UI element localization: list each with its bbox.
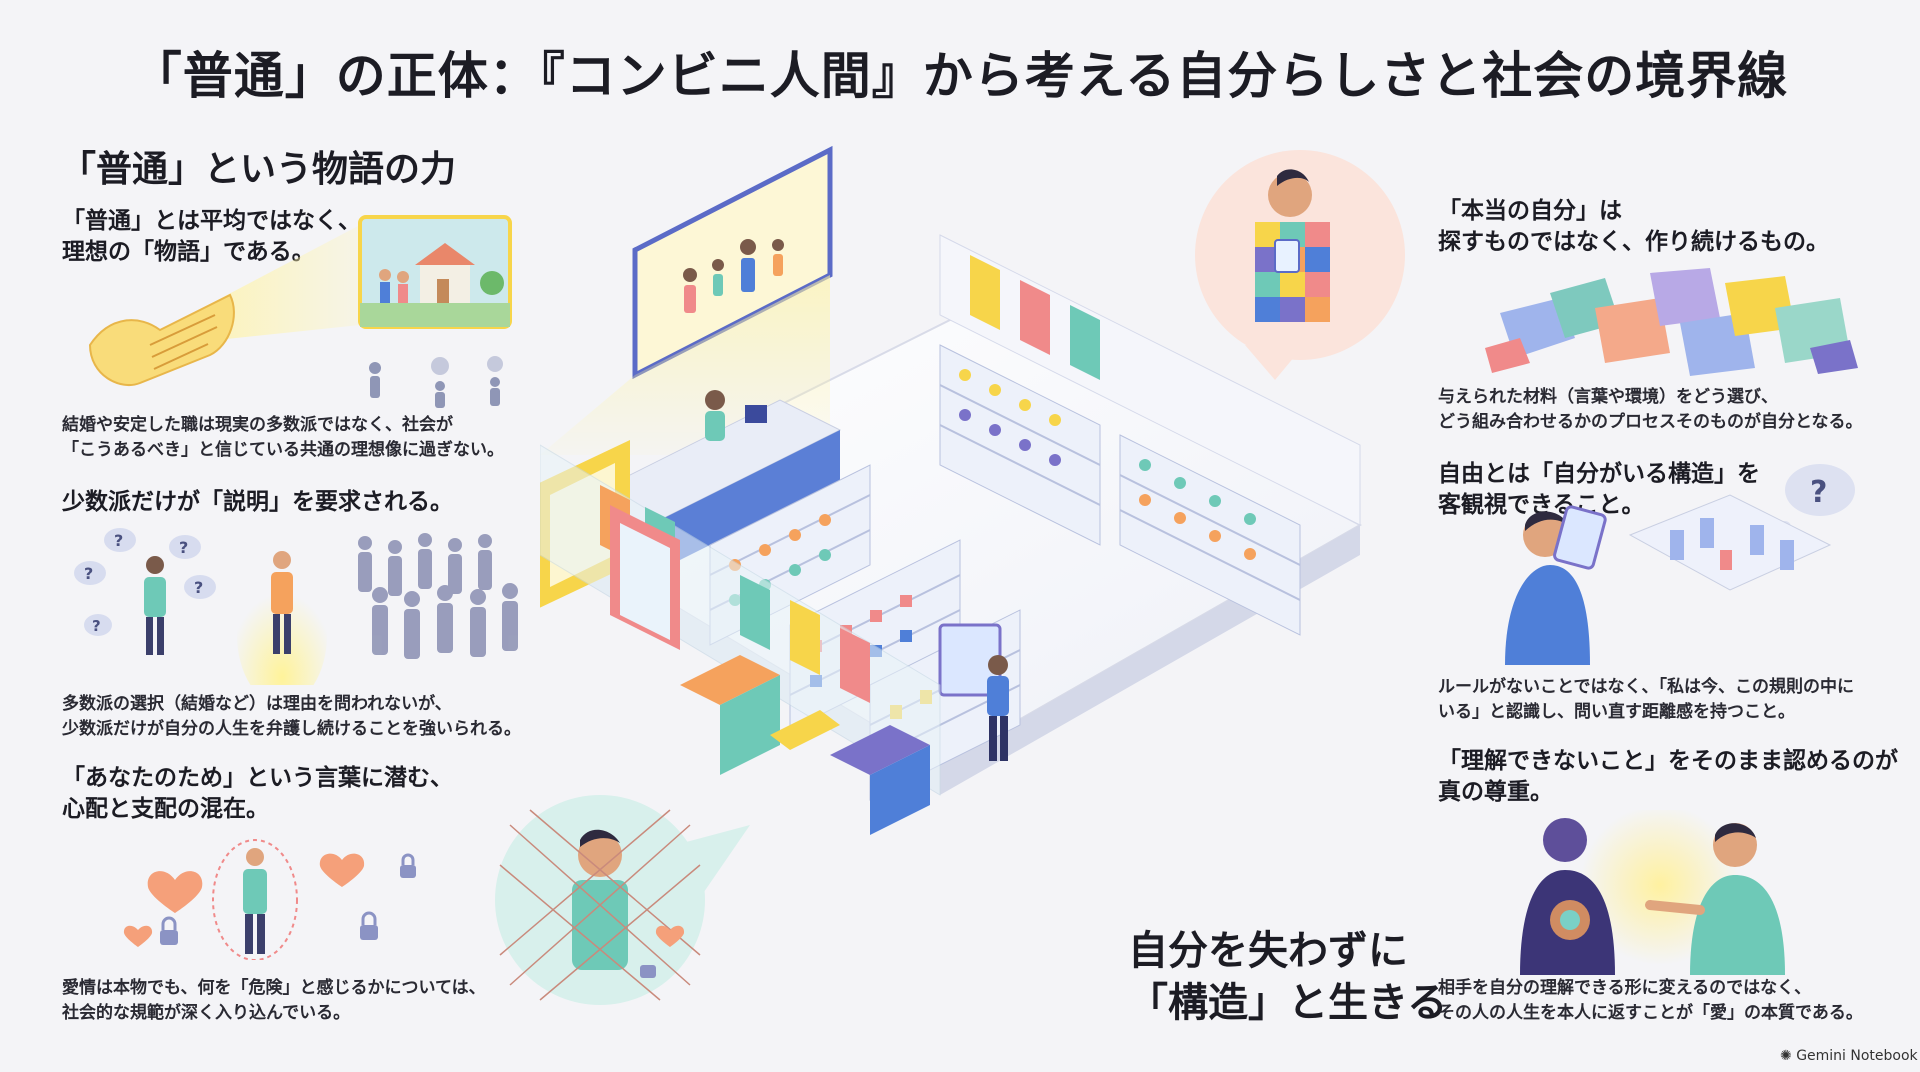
- lock-icon: [160, 853, 416, 945]
- material-piece-icon: [1485, 268, 1858, 376]
- person-head: [1268, 173, 1312, 217]
- brand-label: ✺ Gemini Notebook: [1780, 1048, 1918, 1064]
- patchwork-shirt: [1255, 222, 1330, 322]
- left-s3-title: 「あなたのため」という言葉に潜む、 心配と支配の混在。: [62, 763, 482, 825]
- right-s1-body: 与えられた材料（言葉や環境）をどう選び、 どう組み合わせるかのプロセスそのものが…: [1438, 385, 1898, 434]
- thought-cloud-icon: ?: [1768, 464, 1855, 545]
- left-s2-body-line2: 少数派だけが自分の人生を弁護し続けることを強いられる。: [62, 718, 521, 739]
- center-tagline: 自分を失わずに 「構造」と生きる: [1128, 925, 1447, 1029]
- left-s1-title-line2: 理想の「物語」である。: [62, 239, 315, 266]
- heart-icon: [655, 925, 685, 947]
- shopper-figure: [988, 655, 1008, 675]
- family-figures: [683, 239, 784, 313]
- left-s3-title-line1: 「あなたのため」という言葉に潜む、: [62, 765, 453, 791]
- right-s3-body-line1: 相手を自分の理解できる形に変えるのではなく、: [1438, 978, 1812, 998]
- other-person-head: [1543, 818, 1587, 862]
- shelf-unit: [939, 344, 1101, 546]
- right-s2-body: ルールがないことではなく、「私は今、この規則の中に いる」と認識し、問い直す距離…: [1438, 675, 1908, 724]
- right-s1-title-line1: 「本当の自分」は: [1438, 198, 1622, 224]
- left-s3-title-line2: 心配と支配の混在。: [62, 796, 269, 823]
- right-s2-body-line2: いる」と認識し、問い直す距離感を持つこと。: [1438, 701, 1795, 722]
- svg-text:?: ?: [194, 578, 203, 597]
- right-s3-title-line1: 「理解できないこと」をそのまま認めるのが: [1438, 748, 1898, 774]
- materials-pieces-illustration: [1485, 268, 1858, 376]
- left-heading: 「普通」という物語の力: [60, 149, 457, 190]
- shelf-unit: [1119, 434, 1301, 636]
- minority-crowd-illustration: ? ? ? ? ?: [74, 528, 518, 685]
- people-thoughts-icon: [369, 356, 503, 408]
- structure-observer-illustration: ?: [1505, 464, 1855, 665]
- heart-icon: [123, 853, 365, 947]
- left-s1-body: 結婚や安定した職は現実の多数派ではなく、社会が 「こうあるべき」と信じている共通…: [62, 413, 522, 462]
- respect-illustration: [1520, 810, 1785, 975]
- right-s1-title-line2: 探すものではなく、作り続けるもの。: [1438, 229, 1829, 256]
- left-s2-body: 多数派の選択（結婚など）は理由を問われないが、 少数派だけが自分の人生を弁護し続…: [62, 692, 542, 741]
- right-s1-body-line2: どう組み合わせるかのプロセスそのものが自分となる。: [1438, 411, 1863, 432]
- left-s3-body-line1: 愛情は本物でも、何を「危険」と感じるかについては、: [62, 978, 486, 998]
- convenience-store-illustration: [540, 145, 1363, 835]
- brand-name: Gemini Notebook: [1796, 1048, 1918, 1064]
- right-s1-body-line1: 与えられた材料（言葉や環境）をどう選び、: [1438, 387, 1778, 407]
- left-s1-title-line1: 「普通」とは平均ではなく、: [62, 208, 361, 234]
- svg-text:?: ?: [84, 564, 93, 583]
- svg-text:?: ?: [92, 617, 101, 635]
- right-s1-title: 「本当の自分」は 探すものではなく、作り続けるもの。: [1438, 196, 1898, 258]
- right-s3-body: 相手を自分の理解できる形に変えるのではなく、 その人の人生を本人に返すことが「愛…: [1438, 976, 1908, 1025]
- front-color-blocks: [680, 655, 930, 835]
- svg-text:?: ?: [179, 538, 188, 557]
- left-s3-body: 愛情は本物でも、何を「危険」と感じるかについては、 社会的な規範が深く入り込んで…: [62, 976, 542, 1025]
- right-s3-title: 「理解できないこと」をそのまま認めるのが 真の尊重。: [1438, 746, 1908, 808]
- phone-person-vignette: [1195, 150, 1405, 380]
- right-s2-title-line1: 自由とは「自分がいる構造」を: [1438, 461, 1760, 487]
- right-s3-body-line2: その人の人生を本人に返すことが「愛」の本質である。: [1438, 1002, 1863, 1023]
- scroll-icon: [88, 293, 235, 386]
- wall-color-panels: [970, 255, 1100, 380]
- left-s2-title: 少数派だけが「説明」を要求される。: [62, 489, 453, 515]
- left-s1-body-line2: 「こうあるべき」と信じている共通の理想像に過ぎない。: [62, 439, 504, 460]
- right-s3-title-line2: 真の尊重。: [1438, 779, 1553, 806]
- lock-icon: [640, 965, 656, 978]
- tagline-line1: 自分を失わずに: [1128, 928, 1408, 974]
- hearts-locks-illustration: [123, 839, 416, 960]
- tagline-line2: 「構造」と生きる: [1128, 980, 1448, 1026]
- left-s1-title: 「普通」とは平均ではなく、 理想の「物語」である。: [62, 206, 392, 268]
- brand-logo-icon: ✺: [1780, 1048, 1792, 1064]
- svg-text:?: ?: [1810, 475, 1827, 510]
- left-s3-body-line2: 社会的な規範が深く入り込んでいる。: [62, 1002, 351, 1023]
- question-bubble-icon: ? ? ? ? ?: [74, 528, 216, 636]
- left-s1-body-line1: 結婚や安定した職は現実の多数派ではなく、社会が: [62, 415, 453, 435]
- left-s2-body-line1: 多数派の選択（結婚など）は理由を問われないが、: [62, 694, 452, 714]
- right-s2-title: 自由とは「自分がいる構造」を 客観視できること。: [1438, 459, 1898, 521]
- svg-text:?: ?: [114, 531, 123, 550]
- tablet-icon: [1553, 505, 1607, 570]
- clerk-figure: [705, 390, 725, 410]
- net-person-vignette: [495, 795, 750, 1005]
- story-scroll-illustration: [88, 215, 512, 386]
- phone-icon: [1274, 239, 1300, 273]
- page-title: 「普通」の正体：『コンビニ人間』から考える自分らしさと社会の境界線: [131, 47, 1789, 105]
- right-s2-body-line1: ルールがないことではなく、「私は今、この規則の中に: [1438, 677, 1854, 697]
